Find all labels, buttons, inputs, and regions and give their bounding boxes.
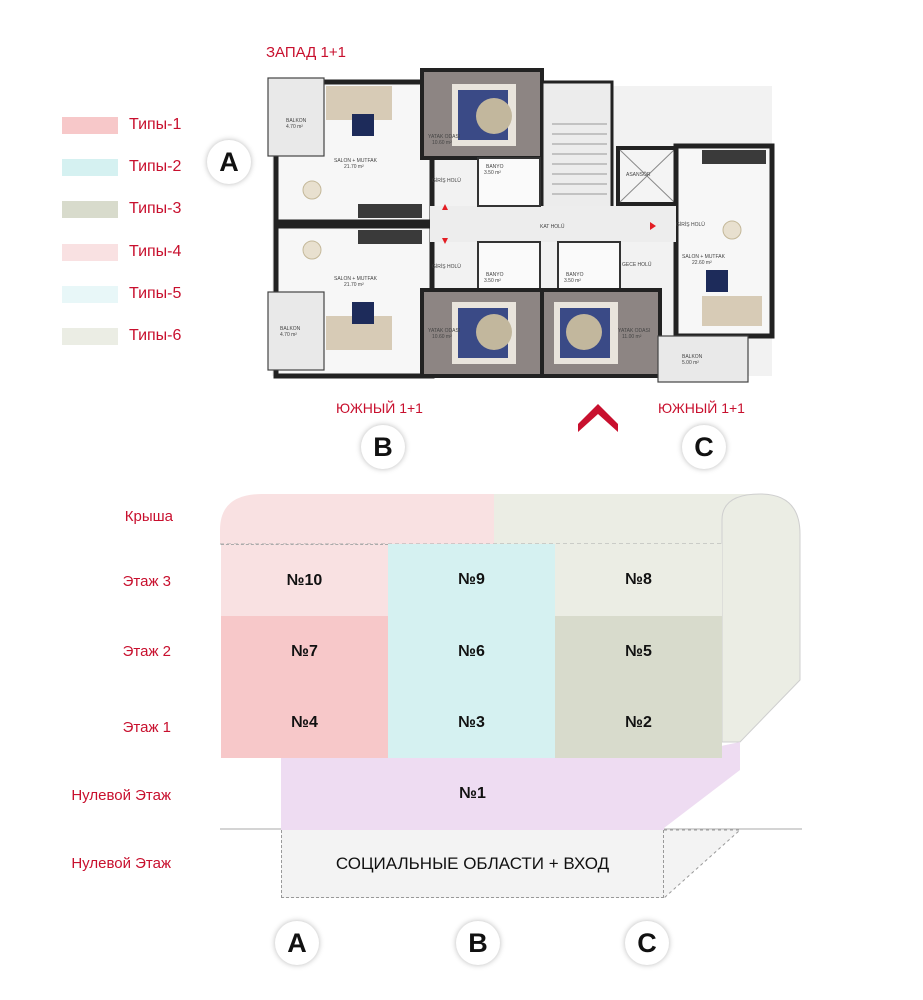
room-area: 21.70 m² — [344, 282, 364, 288]
unit-6[interactable]: №6 — [388, 616, 555, 688]
room-label: GİRİŞ HOLÜ — [432, 177, 461, 184]
south-b-label: ЮЖНЫЙ 1+1 — [336, 400, 423, 416]
legend-label: Типы-3 — [129, 200, 182, 217]
room-area: 3.50 m² — [564, 278, 581, 284]
bathroom-a — [477, 157, 541, 207]
section-c-badge: C — [682, 425, 726, 469]
room-label: YATAK ODASI — [428, 134, 460, 140]
section-b-bottom-badge: B — [456, 921, 500, 965]
unit-9[interactable]: №9 — [388, 544, 555, 616]
room-label: SALON + MUTFAK — [334, 158, 378, 164]
floor-label-3: Этаж 3 — [122, 573, 171, 590]
bathroom-b — [477, 241, 541, 291]
unit-1[interactable]: №1 — [281, 758, 664, 830]
section-c-bottom-badge: C — [625, 921, 669, 965]
floor-label-roof: Крыша — [124, 508, 173, 525]
social-area[interactable]: СОЦИАЛЬНЫЕ ОБЛАСТИ + ВХОД — [281, 830, 664, 898]
room-area: 10.60 m² — [432, 334, 452, 340]
section-a-badge: A — [207, 140, 251, 184]
room-area: 5.00 m² — [682, 360, 699, 366]
legend-swatch — [62, 286, 118, 303]
stairwell — [540, 80, 614, 226]
unit-3[interactable]: №3 — [388, 688, 555, 758]
legend-swatch — [62, 159, 118, 176]
unit-8[interactable]: №8 — [555, 544, 722, 616]
bathroom-c — [557, 241, 621, 291]
room-label: BANYO — [566, 272, 584, 278]
balcony-a — [267, 77, 325, 157]
room-label: SALON + MUTFAK — [682, 254, 726, 260]
room-label: YATAK ODASI — [428, 328, 460, 334]
legend-label: Типы-4 — [129, 243, 182, 260]
balcony-c — [657, 335, 749, 383]
room-label: GİRİŞ HOLÜ — [676, 221, 705, 228]
building-section — [220, 493, 802, 899]
legend-label: Типы-5 — [129, 285, 182, 302]
section-a-bottom-badge: A — [275, 921, 319, 965]
floor-label-1: Этаж 1 — [122, 719, 171, 736]
unit-10[interactable]: №10 — [221, 544, 388, 616]
unit-7[interactable]: №7 — [221, 616, 388, 688]
balcony-b — [267, 291, 325, 371]
legend-label: Типы-2 — [129, 158, 182, 175]
room-area: 11.00 m² — [622, 334, 642, 340]
legend-label: Типы-1 — [129, 116, 182, 133]
room-label: GECE HOLÜ — [622, 261, 652, 268]
west-label: ЗАПАД 1+1 — [266, 44, 346, 61]
legend-label: Типы-6 — [129, 327, 182, 344]
room-label: YATAK ODASI — [618, 328, 650, 334]
legend-swatch — [62, 328, 118, 345]
floor-label-ground-2: Нулевой Этаж — [71, 855, 171, 872]
legend-swatch — [62, 201, 118, 218]
unit-4[interactable]: №4 — [221, 688, 388, 758]
unit-2[interactable]: №2 — [555, 688, 722, 758]
north-arrow-icon — [578, 404, 618, 432]
room-label: ASANSÖR — [626, 171, 651, 178]
room-area: 4.70 m² — [286, 124, 303, 130]
ground-floor-depth — [664, 742, 740, 828]
room-label: GİRİŞ HOLÜ — [432, 263, 461, 270]
room-label: BALKON — [286, 118, 307, 124]
room-area: 4.70 m² — [280, 332, 297, 338]
section-b-badge: B — [361, 425, 405, 469]
room-label: SALON + MUTFAK — [334, 276, 378, 282]
unit-5[interactable]: №5 — [555, 616, 722, 688]
floor-plan: BALKON 4.70 m² SALON + MUTFAK 21.70 m² Y… — [267, 68, 775, 383]
room-label: BALKON — [682, 354, 703, 360]
room-label: BALKON — [280, 326, 301, 332]
room-area: 3.50 m² — [484, 278, 501, 284]
room-area: 22.60 m² — [692, 260, 712, 266]
room-label: KAT HOLÜ — [540, 223, 565, 230]
corridor — [430, 206, 676, 242]
room-area: 10.60 m² — [432, 140, 452, 146]
legend-swatch — [62, 244, 118, 261]
floor-label-ground-1: Нулевой Этаж — [71, 787, 171, 804]
roof-left — [220, 494, 494, 544]
side-wall — [721, 493, 801, 743]
room-label: BANYO — [486, 272, 504, 278]
room-area: 21.70 m² — [344, 164, 364, 170]
south-c-label: ЮЖНЫЙ 1+1 — [658, 400, 745, 416]
legend-swatch — [62, 117, 118, 134]
room-label: BANYO — [486, 164, 504, 170]
room-area: 3.50 m² — [484, 170, 501, 176]
floor-label-2: Этаж 2 — [122, 643, 171, 660]
